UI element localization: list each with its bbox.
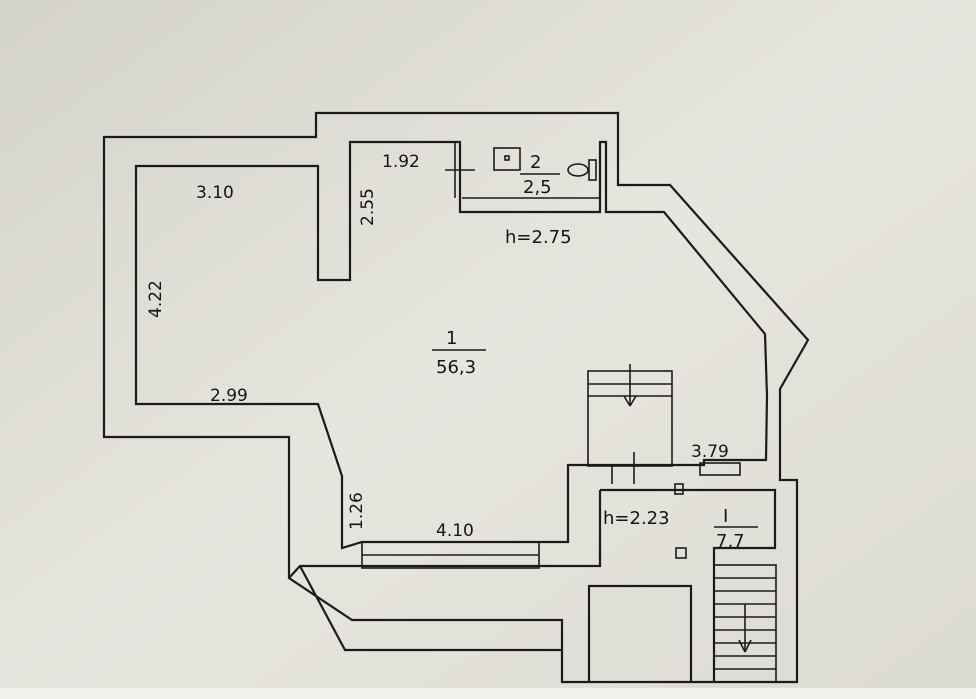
inner-lower-box	[587, 584, 693, 682]
dim-4-10: 4.10	[436, 521, 474, 541]
outer-wall	[102, 111, 810, 684]
height-lower: h=2.23	[603, 508, 670, 529]
door-3-79	[699, 462, 741, 476]
room-bath-area: 2,5	[523, 177, 552, 198]
dim-2-55: 2.55	[358, 188, 378, 226]
bottom-edge-strip	[0, 688, 976, 699]
room-lower-area: 7,7	[716, 531, 745, 552]
stair-down-arrow-icon	[623, 395, 637, 407]
dim-1-26: 1.26	[347, 492, 367, 530]
height-upper: h=2.75	[505, 227, 572, 248]
dim-3-10: 3.10	[196, 183, 234, 203]
dim-2-99: 2.99	[210, 386, 248, 406]
toilet-icon	[567, 159, 597, 181]
room-bath-number: 2	[530, 152, 541, 173]
lower-chamber	[299, 565, 562, 652]
dim-3-79: 3.79	[691, 442, 729, 462]
dim-1-92: 1.92	[382, 152, 420, 172]
stairs-lower	[713, 564, 777, 683]
room-main-number: 1	[446, 328, 457, 349]
room-main-area: 56,3	[436, 357, 476, 378]
dim-4-22: 4.22	[146, 280, 166, 318]
sink-icon	[493, 147, 521, 171]
main-room-inner-wall	[134, 140, 769, 550]
room-lower-number: I	[723, 506, 728, 527]
stair-arrow-icon	[738, 639, 752, 653]
